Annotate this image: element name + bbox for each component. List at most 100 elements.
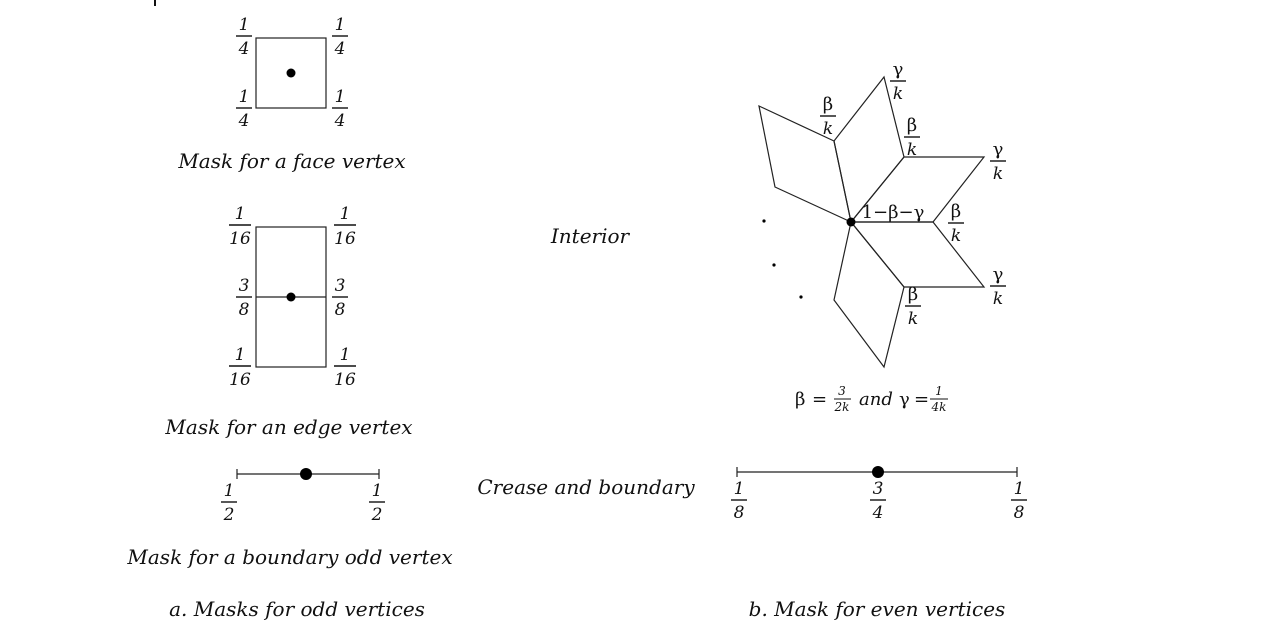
beta-gamma-equation: β = 3 2k and γ = 1 4k: [795, 384, 948, 414]
crease-boundary-mask: 1 8 3 4 1 8: [731, 466, 1027, 523]
weight-crease-center: 3 4: [870, 479, 886, 523]
gamma-weight-lower-right: γ k: [990, 264, 1006, 309]
svg-text:1: 1: [239, 87, 250, 107]
edge-vertex-dot: [286, 292, 296, 302]
face-vertex-dot: [286, 68, 296, 78]
svg-text:β: β: [823, 94, 833, 115]
svg-text:k: k: [908, 309, 918, 329]
boundary-vertex-dot: [300, 468, 312, 480]
weight-boundary-right: 1 2: [369, 481, 385, 525]
svg-text:16: 16: [334, 370, 356, 390]
rhombus-5: [833, 220, 905, 369]
svg-text:8: 8: [734, 503, 745, 523]
svg-text:γ: γ: [893, 59, 904, 80]
svg-text:16: 16: [334, 229, 356, 249]
weight-edge-bottom-left: 1 16: [229, 345, 251, 390]
svg-text:β: β: [908, 284, 918, 305]
center-weight: 1−β−γ: [862, 202, 925, 223]
weight-crease-left: 1 8: [731, 479, 747, 523]
rhombus-4: [849, 221, 986, 288]
svg-text:1: 1: [235, 204, 246, 224]
interior-vertex-dot: [846, 217, 856, 227]
svg-text:8: 8: [335, 300, 346, 320]
svg-text:1: 1: [340, 345, 351, 365]
svg-text:1: 1: [239, 15, 250, 35]
svg-text:β: β: [795, 389, 805, 410]
boundary-odd-vertex-mask: 1 2 1 2 Mask for a boundary odd vertex: [126, 468, 453, 569]
svg-text:3: 3: [335, 276, 346, 296]
svg-text:γ: γ: [993, 264, 1004, 285]
svg-text:β: β: [907, 115, 917, 136]
svg-text:8: 8: [1014, 503, 1025, 523]
svg-text:16: 16: [229, 229, 251, 249]
boundary-mask-caption: Mask for a boundary odd vertex: [126, 545, 452, 569]
svg-text:1: 1: [935, 384, 943, 398]
svg-text:1: 1: [335, 15, 346, 35]
caption-odd-vertices: a. Masks for odd vertices: [169, 597, 425, 621]
svg-text:4: 4: [238, 39, 250, 59]
weight-boundary-left: 1 2: [221, 481, 237, 525]
weight-face-top-right: 1 4: [332, 15, 348, 59]
face-vertex-mask: 1 4 1 4 1 4 1 4 Mask for a face vertex: [177, 15, 405, 173]
svg-text:=: =: [812, 389, 827, 410]
weight-crease-right: 1 8: [1011, 479, 1027, 523]
svg-text:4k: 4k: [931, 400, 947, 414]
svg-text:k: k: [951, 226, 961, 246]
svg-text:2: 2: [371, 505, 383, 525]
weight-edge-mid-left: 3 8: [236, 276, 252, 320]
ellipsis-dot-2: [772, 263, 776, 267]
svg-text:1: 1: [340, 204, 351, 224]
weight-face-top-left: 1 4: [236, 15, 252, 59]
rhombus-1: [758, 104, 852, 224]
svg-text:β: β: [951, 201, 961, 222]
crease-vertex-dot: [872, 466, 884, 478]
svg-text:γ: γ: [993, 139, 1004, 160]
svg-text:k: k: [993, 289, 1003, 309]
edge-mask-caption: Mask for an edge vertex: [164, 415, 412, 439]
svg-text:4: 4: [238, 111, 250, 131]
interior-label: Interior: [550, 224, 631, 248]
weight-edge-mid-right: 3 8: [332, 276, 348, 320]
crease-boundary-label: Crease and boundary: [477, 475, 695, 499]
svg-text:16: 16: [229, 370, 251, 390]
weight-edge-top-right: 1 16: [334, 204, 356, 249]
gamma-weight-top: γ k: [890, 59, 906, 104]
ellipsis-dot-3: [799, 295, 803, 299]
svg-text:1: 1: [224, 481, 235, 501]
svg-text:k: k: [993, 164, 1003, 184]
ellipsis-dot-1: [762, 219, 766, 223]
edge-vertex-mask: 1 16 1 16 3 8 3 8 1 16 1 16 Mask: [164, 204, 412, 439]
svg-text:2k: 2k: [834, 400, 850, 414]
weight-edge-bottom-right: 1 16: [334, 345, 356, 390]
svg-text:=: =: [914, 389, 929, 410]
weight-face-bottom-left: 1 4: [236, 87, 252, 131]
svg-text:8: 8: [239, 300, 250, 320]
svg-text:4: 4: [334, 39, 346, 59]
svg-text:4: 4: [872, 503, 884, 523]
face-mask-caption: Mask for a face vertex: [177, 149, 405, 173]
weight-face-bottom-right: 1 4: [332, 87, 348, 131]
beta-weight-upper-left: β k: [820, 94, 836, 139]
svg-text:3: 3: [838, 384, 846, 398]
beta-weight-upper: β k: [904, 115, 920, 160]
svg-text:k: k: [907, 140, 917, 160]
svg-text:2: 2: [223, 505, 235, 525]
face-square: [255, 37, 327, 109]
beta-weight-lower: β k: [905, 284, 921, 329]
svg-text:γ: γ: [899, 389, 910, 410]
svg-text:1: 1: [235, 345, 246, 365]
svg-text:3: 3: [239, 276, 250, 296]
svg-text:1: 1: [734, 479, 745, 499]
svg-text:k: k: [893, 84, 903, 104]
beta-weight-right: β k: [948, 201, 964, 246]
svg-text:1: 1: [1014, 479, 1025, 499]
svg-text:1: 1: [335, 87, 346, 107]
svg-text:3: 3: [873, 479, 884, 499]
weight-edge-top-left: 1 16: [229, 204, 251, 249]
svg-text:4: 4: [334, 111, 346, 131]
caption-even-vertices: b. Mask for even vertices: [749, 597, 1006, 621]
svg-text:and: and: [859, 389, 893, 410]
gamma-weight-upper-right: γ k: [990, 139, 1006, 184]
interior-vertex-mask: 1−β−γ β k β k β k β k γ k γ: [758, 59, 1006, 414]
